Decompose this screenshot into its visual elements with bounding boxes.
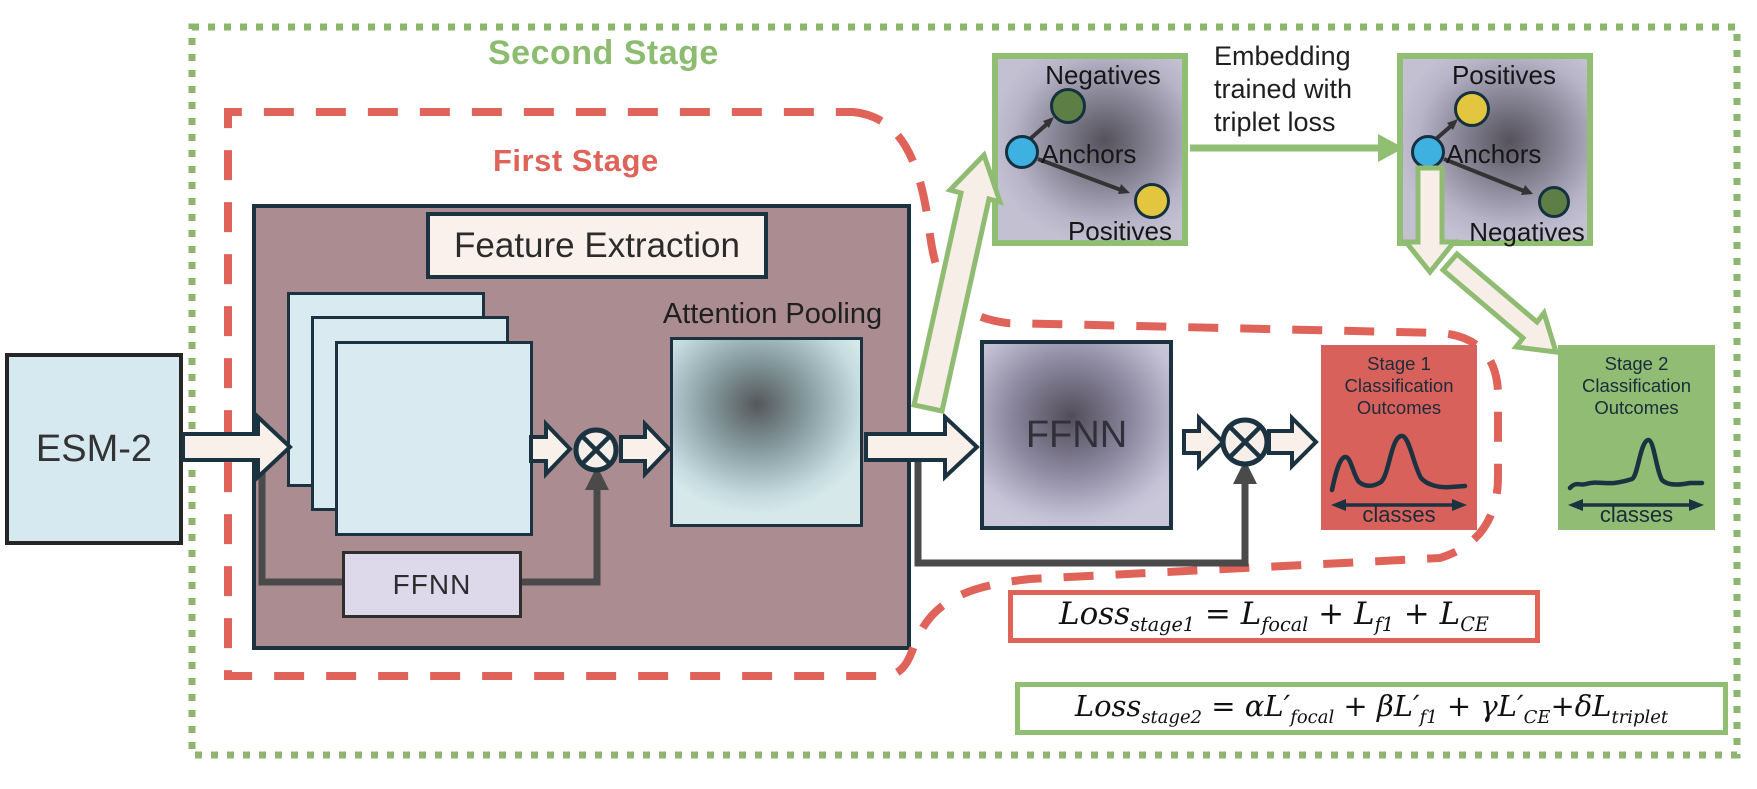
axis-right-arrowhead xyxy=(1452,499,1467,511)
anchor-dot xyxy=(1005,135,1039,169)
esm2-label: ESM-2 xyxy=(35,427,153,470)
stage1-loss-equation-box: Lossstage1 = Lfocal + Lf1 + LCE xyxy=(1008,590,1540,643)
ffnn-to-multiply-arrow xyxy=(1182,413,1226,471)
triplet-before-box: Negatives Anchors Positives xyxy=(992,53,1188,246)
stage1-ffnn-label: FFNN xyxy=(392,568,472,600)
stage2-outcomes-title: Stage 2 Classification Outcomes xyxy=(1558,353,1715,419)
attention-pooling-box xyxy=(670,337,863,527)
attention-pooling-label: Attention Pooling xyxy=(662,298,883,330)
anchor-to-negative-arrowhead xyxy=(1521,185,1533,195)
triplet-training-connector-arrowhead xyxy=(1378,134,1404,162)
axis-right-arrowhead xyxy=(1689,499,1704,511)
triplet-after-top-label: Positives xyxy=(1451,60,1557,90)
anchor-to-positive-arrow xyxy=(1037,157,1122,192)
triplet-after-bottom-label: Negatives xyxy=(1469,217,1585,247)
first-stage-label: First Stage xyxy=(493,143,659,178)
feature-map-front xyxy=(335,341,533,536)
stage1-outcomes-title: Stage 1 Classification Outcomes xyxy=(1321,353,1477,419)
embedding-caption-line2: trained with xyxy=(1214,74,1353,104)
positive-dot xyxy=(1134,183,1170,219)
embedding-to-stage2-outcomes-arrow xyxy=(1439,250,1560,355)
stage1-curve-path xyxy=(1329,433,1468,493)
stage2-skip-connection xyxy=(914,458,1249,567)
stage2-outcomes-title-line3: Outcomes xyxy=(1594,397,1679,418)
triplet-before-top-label: Negatives xyxy=(1045,60,1161,90)
stage1-distribution-curve xyxy=(1329,433,1468,493)
attention-to-ffnn-arrow xyxy=(864,412,980,482)
stage2-classes-label: classes xyxy=(1599,502,1674,527)
stage1-loss-equation: Lossstage1 = Lfocal + Lf1 + LCE xyxy=(1059,596,1489,637)
stage1-outcomes-title-line3: Outcomes xyxy=(1356,397,1442,418)
stage1-classes-axis xyxy=(1331,499,1467,511)
stage1-skip-arrowhead xyxy=(585,466,609,490)
second-stage-label: Second Stage xyxy=(488,34,719,72)
negative-dot xyxy=(1050,88,1086,124)
multiply-to-outcomes-arrow xyxy=(1267,413,1319,471)
stage1-outcomes-box: Stage 1 Classification Outcomes classes xyxy=(1321,345,1477,530)
embedding-down-arrow xyxy=(1400,165,1460,277)
stage2-outcomes-title-line2: Classification xyxy=(1582,375,1691,396)
stage2-classes-axis xyxy=(1568,499,1704,511)
triplet-after-mid-label: Anchors xyxy=(1446,139,1542,169)
stage2-curve-path xyxy=(1567,437,1705,491)
features-to-multiply-arrow xyxy=(529,419,573,479)
anchor-to-negative-arrow xyxy=(1443,157,1525,193)
stage2-ffnn-box: FFNN xyxy=(980,340,1173,530)
anchor-to-negative-arrowhead xyxy=(1043,117,1054,128)
second-stage-boundary xyxy=(188,23,1741,759)
triplet-before-bottom-label: Positives xyxy=(1067,216,1173,246)
stage1-ffnn-box: FFNN xyxy=(342,551,522,618)
stage2-multiply-icon xyxy=(1220,417,1270,467)
multiply-x2 xyxy=(580,434,612,466)
axis-left-arrowhead xyxy=(1568,499,1583,511)
multiply-x2 xyxy=(1228,425,1262,459)
stage1-outcomes-title-line1: Stage 1 xyxy=(1367,353,1431,374)
anchor-to-positive-arrowhead xyxy=(1118,184,1130,194)
multiply-to-attention-arrow xyxy=(619,419,672,479)
anchor-to-positive-arrowhead xyxy=(1447,119,1458,130)
stage2-loss-equation: Lossstage2 = αL′focal + βL′f1 + γL′CE+δL… xyxy=(1074,689,1669,728)
triplet-before-mid-label: Anchors xyxy=(1041,139,1137,169)
stage2-outcomes-box: Stage 2 Classification Outcomes classes xyxy=(1558,345,1715,530)
stage1-outcomes-title-line2: Classification xyxy=(1344,375,1454,396)
stage2-loss-equation-box: Lossstage2 = αL′focal + βL′f1 + γL′CE+δL… xyxy=(1015,682,1728,735)
triplet-after-arrows xyxy=(1434,119,1533,195)
positive-dot xyxy=(1454,91,1490,127)
embedding-caption-line3: triplet loss xyxy=(1214,107,1336,137)
stage2-ffnn-label: FFNN xyxy=(1025,413,1128,456)
negative-dot xyxy=(1538,186,1570,218)
embedding-caption-line1: Embedding xyxy=(1214,41,1351,71)
esm2-to-feature-arrow xyxy=(181,412,293,482)
to-triplet-training-arrow xyxy=(911,150,1004,414)
triplet-before-arrows xyxy=(1028,117,1130,194)
stage2-outcomes-title-line1: Stage 2 xyxy=(1604,353,1669,374)
esm2-box: ESM-2 xyxy=(5,353,183,545)
anchor-to-negative-arrow xyxy=(1028,122,1049,141)
axis-left-arrowhead xyxy=(1331,499,1346,511)
embedding-caption: Embedding trained with triplet loss xyxy=(1214,40,1352,139)
stage1-classes-label: classes xyxy=(1362,502,1436,527)
stage1-multiply-icon xyxy=(573,427,619,473)
anchor-to-positive-arrow xyxy=(1434,124,1453,141)
stage2-distribution-curve xyxy=(1567,437,1705,491)
feature-extraction-title: Feature Extraction xyxy=(426,212,768,279)
feature-extraction-title-text: Feature Extraction xyxy=(454,225,740,265)
stage2-skip-arrowhead xyxy=(1233,460,1257,484)
